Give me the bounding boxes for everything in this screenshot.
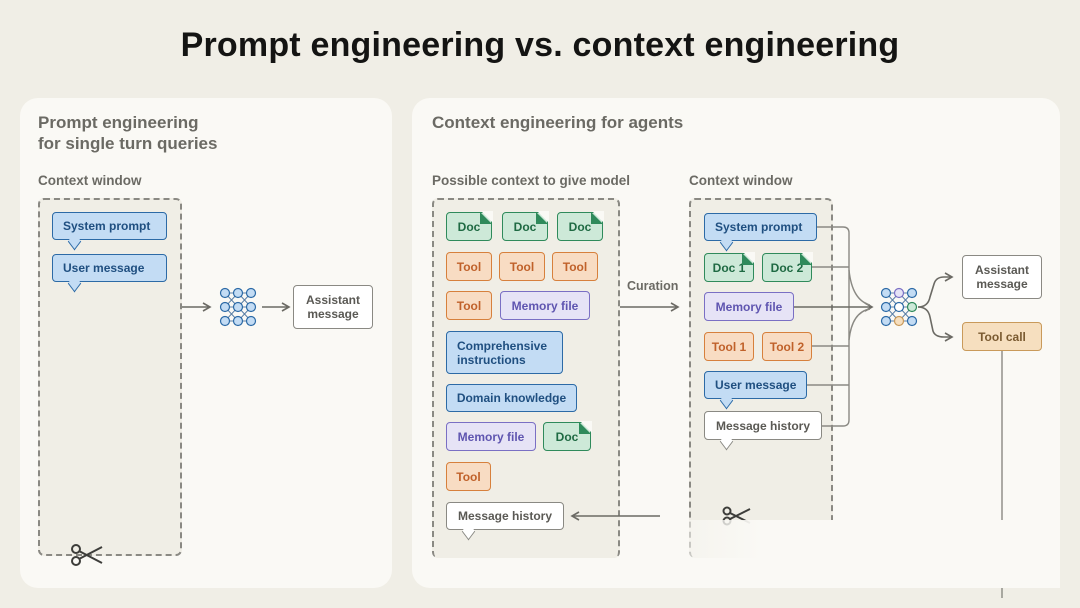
doc-label: Doc bbox=[568, 219, 592, 234]
tool-call-box: Tool call bbox=[962, 322, 1042, 351]
left-user-message-chip: User message bbox=[52, 254, 167, 293]
doc-label: Doc bbox=[513, 219, 537, 234]
window-doc-2: Doc 2 bbox=[762, 252, 813, 282]
possible-tool-5: Tool bbox=[446, 462, 491, 491]
tool-label: Tool bbox=[456, 469, 481, 484]
window-tool-2: Tool 2 bbox=[762, 332, 812, 361]
window-doc-1: Doc 1 bbox=[704, 252, 755, 282]
left-system-prompt-chip: System prompt bbox=[52, 212, 167, 251]
possible-tool-1: Tool bbox=[446, 252, 492, 281]
scissors-icon bbox=[71, 544, 103, 566]
possible-domain-knowledge: Domain knowledge bbox=[446, 384, 577, 412]
page-title: Prompt engineering vs. context engineeri… bbox=[180, 26, 900, 64]
possible-tool-2: Tool bbox=[499, 252, 545, 281]
doc-label: Doc bbox=[555, 429, 579, 444]
window-doc1-label: Doc 1 bbox=[712, 260, 746, 275]
window-doc2-label: Doc 2 bbox=[770, 260, 804, 275]
tool-call-label: Tool call bbox=[978, 329, 1026, 344]
possible-comprehensive-instructions: Comprehensive instructions bbox=[446, 331, 563, 374]
left-system-prompt-label: System prompt bbox=[63, 219, 151, 233]
window-user-message-label: User message bbox=[715, 378, 797, 392]
comprehensive-instructions-label: Comprehensive instructions bbox=[457, 338, 548, 367]
possible-doc-1: Doc bbox=[446, 211, 493, 241]
window-message-history: Message history bbox=[704, 411, 822, 451]
memory-file-label: Memory file bbox=[511, 298, 579, 313]
window-message-history-label: Message history bbox=[715, 418, 811, 433]
possible-doc-4: Doc bbox=[543, 421, 592, 451]
right-assistant-message-label: Assistant message bbox=[974, 263, 1030, 291]
right-assistant-message-box: Assistant message bbox=[962, 255, 1042, 299]
neural-network-icon bbox=[219, 287, 257, 327]
window-system-prompt-label: System prompt bbox=[715, 220, 803, 234]
tool-label: Tool bbox=[456, 298, 482, 313]
possible-memory-file-1: Memory file bbox=[500, 291, 590, 320]
tool-label: Tool bbox=[456, 259, 482, 274]
window-tool2-label: Tool 2 bbox=[769, 339, 805, 354]
right-context-window-label: Context window bbox=[689, 173, 793, 188]
left-assistant-message-box: Assistant message bbox=[293, 285, 373, 329]
neural-network-icon bbox=[880, 287, 918, 327]
window-user-message: User message bbox=[704, 371, 807, 410]
tool-label: Tool bbox=[562, 259, 588, 274]
tool-label: Tool bbox=[509, 259, 535, 274]
possible-doc-3: Doc bbox=[557, 211, 604, 241]
window-memory-file-label: Memory file bbox=[715, 299, 783, 314]
possible-context-label: Possible context to give model bbox=[432, 173, 631, 188]
window-system-prompt: System prompt bbox=[704, 213, 817, 252]
curation-label: Curation bbox=[627, 279, 679, 293]
possible-memory-file-2: Memory file bbox=[446, 422, 536, 451]
possible-message-history: Message history bbox=[446, 502, 564, 541]
bottom-fade-overlay bbox=[600, 520, 1060, 588]
window-tool1-label: Tool 1 bbox=[711, 339, 747, 354]
right-panel-title: Context engineering for agents bbox=[432, 113, 684, 132]
window-tool-1: Tool 1 bbox=[704, 332, 754, 361]
possible-doc-2: Doc bbox=[502, 211, 549, 241]
message-history-label: Message history bbox=[457, 509, 553, 523]
left-panel-title-line2: for single turn queries bbox=[38, 134, 218, 153]
possible-tool-3: Tool bbox=[552, 252, 598, 281]
merge-curve bbox=[848, 269, 871, 341]
output-branches bbox=[917, 272, 954, 342]
window-memory-file: Memory file bbox=[704, 292, 794, 321]
left-context-window-label: Context window bbox=[38, 173, 142, 188]
domain-knowledge-label: Domain knowledge bbox=[456, 391, 567, 405]
window-connectors bbox=[807, 226, 850, 427]
left-assistant-message-label: Assistant message bbox=[305, 293, 361, 321]
doc-label: Doc bbox=[457, 219, 481, 234]
left-user-message-label: User message bbox=[63, 261, 145, 275]
possible-tool-4: Tool bbox=[446, 291, 492, 320]
left-panel-title-line1: Prompt engineering bbox=[38, 113, 199, 132]
memory-file-label: Memory file bbox=[457, 429, 525, 444]
